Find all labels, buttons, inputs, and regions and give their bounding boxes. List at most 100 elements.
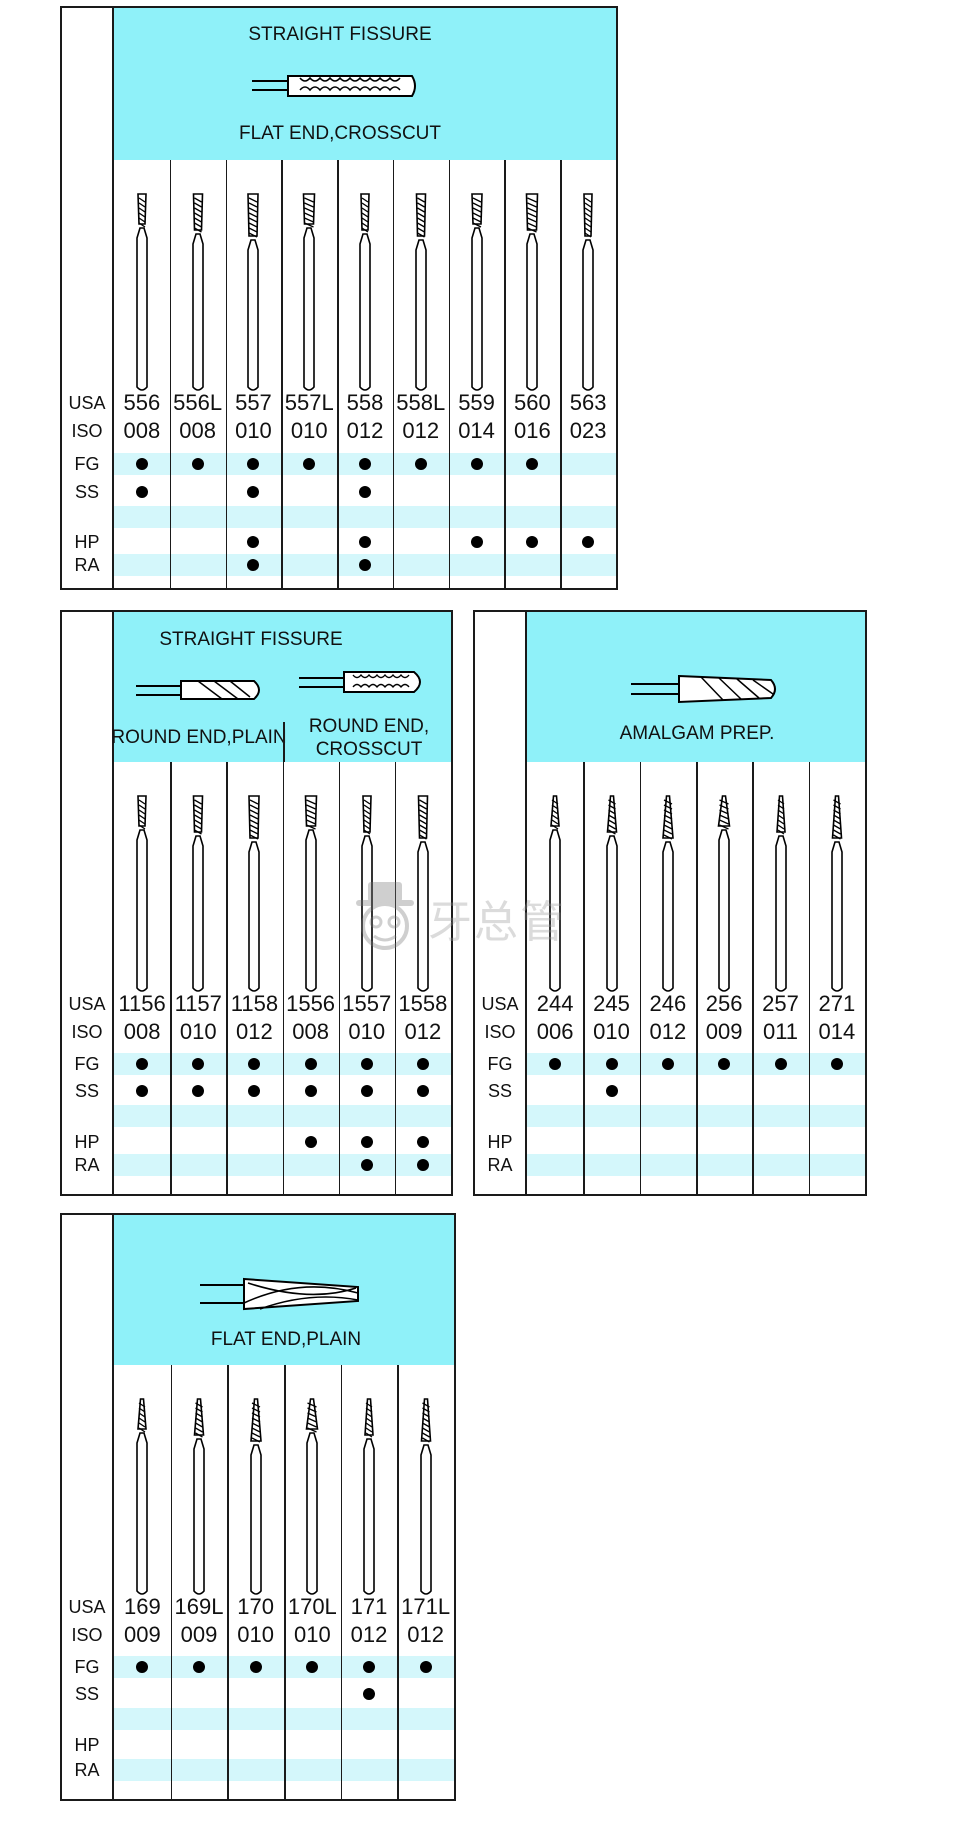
availability-dot-fg	[661, 1058, 674, 1070]
usa-code: 1557	[342, 991, 392, 1016]
bur-image	[297, 1395, 327, 1602]
header-divider	[283, 722, 285, 762]
iso-code: 010	[290, 418, 328, 443]
availability-dot-ss	[304, 1085, 317, 1097]
iso-code: 010	[235, 418, 272, 443]
usa-code: 246	[649, 991, 687, 1016]
crosscut-round-end-bur-icon	[299, 671, 421, 693]
iso-code: 009	[705, 1019, 743, 1044]
bur-image	[597, 792, 627, 999]
column-divider	[504, 160, 506, 588]
column-divider	[394, 762, 397, 1194]
bur-drawing-icon	[831, 795, 843, 992]
availability-dot-fg	[360, 1058, 373, 1070]
bur-drawing-icon	[305, 1398, 319, 1595]
bur-drawing-icon	[526, 193, 539, 391]
availability-dot-ss	[416, 1085, 429, 1097]
bur-drawing-icon	[248, 795, 261, 992]
header-subtitle-crosscut-2: CROSSCUT	[315, 739, 423, 760]
iso-code: 008	[292, 1019, 329, 1044]
availability-dot-ss	[605, 1085, 618, 1097]
bur-drawing-icon	[191, 193, 204, 391]
crosscut-bur-icon	[252, 75, 416, 97]
availability-dot-hp	[360, 1136, 373, 1148]
column-divider	[337, 160, 339, 588]
watermark: 牙总管	[350, 880, 564, 957]
column-divider	[639, 762, 642, 1194]
usa-code: 244	[536, 991, 574, 1016]
bur-drawing-icon	[247, 193, 260, 391]
row-label-usa: USA	[68, 1597, 106, 1617]
bur-drawing-icon	[582, 193, 594, 391]
usa-code: 1556	[286, 991, 336, 1016]
mascot-logo-icon	[356, 882, 414, 950]
iso-code: 016	[513, 418, 551, 443]
usa-code: 1157	[174, 991, 222, 1016]
availability-dot-fg	[136, 1058, 149, 1070]
usa-code: 271	[818, 991, 856, 1016]
column-divider	[583, 762, 585, 1194]
bur-drawing-icon	[717, 795, 731, 992]
bur-drawing-icon	[414, 193, 427, 391]
plain-round-end-bur-icon	[136, 680, 260, 700]
bur-drawing-icon	[302, 193, 316, 391]
iso-code: 012	[407, 1622, 445, 1647]
usa-code: 559	[458, 390, 495, 415]
usa-code: 257	[762, 991, 799, 1016]
iso-code: 010	[293, 1622, 331, 1647]
availability-dot-fg	[306, 1661, 319, 1673]
bur-image	[462, 190, 492, 398]
bur-image	[127, 792, 157, 999]
row-label-usa: USA	[481, 994, 519, 1014]
bur-image	[408, 792, 438, 999]
panel-header: AMALGAM PREP.	[527, 612, 865, 762]
column-divider	[281, 160, 283, 588]
iso-code: 012	[346, 418, 384, 443]
bur-drawing-icon	[470, 193, 483, 391]
usa-code: 1158	[230, 991, 279, 1016]
bur-drawing-icon	[136, 1398, 149, 1595]
row-label-usa: USA	[68, 393, 106, 413]
amalgam-prep-bur-icon	[631, 674, 776, 704]
availability-dot-hp	[470, 536, 483, 548]
bur-drawing-icon	[136, 795, 148, 992]
bur-image	[296, 792, 326, 999]
availability-dot-fg	[774, 1058, 787, 1070]
availability-dot-fg	[247, 458, 260, 470]
usa-code: 171	[350, 1594, 388, 1619]
row-label-column	[62, 1215, 114, 1799]
availability-dot-ss	[360, 1085, 373, 1097]
availability-dot-fg	[419, 1661, 432, 1673]
row-label-hp: HP	[487, 1132, 513, 1152]
availability-dot-hp	[416, 1136, 429, 1148]
availability-dot-ss	[363, 1688, 375, 1700]
row-label-ss: SS	[74, 482, 99, 502]
availability-dot-ss	[247, 486, 260, 498]
bur-image	[653, 792, 683, 999]
availability-dot-fg	[136, 1661, 149, 1673]
column-divider	[560, 160, 562, 588]
row-label-hp: HP	[74, 532, 100, 552]
iso-code: 014	[818, 1019, 856, 1044]
availability-dot-fg	[193, 1661, 205, 1673]
bur-image	[540, 792, 570, 999]
row-label-ra: RA	[74, 1760, 100, 1780]
bur-image	[352, 792, 382, 999]
column-divider	[226, 762, 228, 1194]
iso-code: 009	[123, 1622, 161, 1647]
usa-code: 557	[235, 390, 272, 415]
row-label-iso: ISO	[71, 1625, 103, 1645]
iso-code: 008	[123, 1019, 161, 1044]
iso-code: 008	[123, 418, 161, 443]
usa-code: 256	[705, 991, 743, 1016]
row-label-fg: FG	[74, 454, 100, 474]
availability-dot-fg	[249, 1661, 262, 1673]
header-subtitle-crosscut-1: ROUND END,	[308, 716, 430, 737]
availability-dot-ra	[360, 1159, 373, 1171]
column-divider	[397, 1365, 399, 1799]
row-label-fg: FG	[74, 1657, 100, 1677]
usa-code: 557L	[284, 390, 334, 415]
column-divider	[392, 160, 395, 588]
availability-dot-ra	[247, 559, 260, 571]
iso-code: 010	[237, 1622, 275, 1647]
